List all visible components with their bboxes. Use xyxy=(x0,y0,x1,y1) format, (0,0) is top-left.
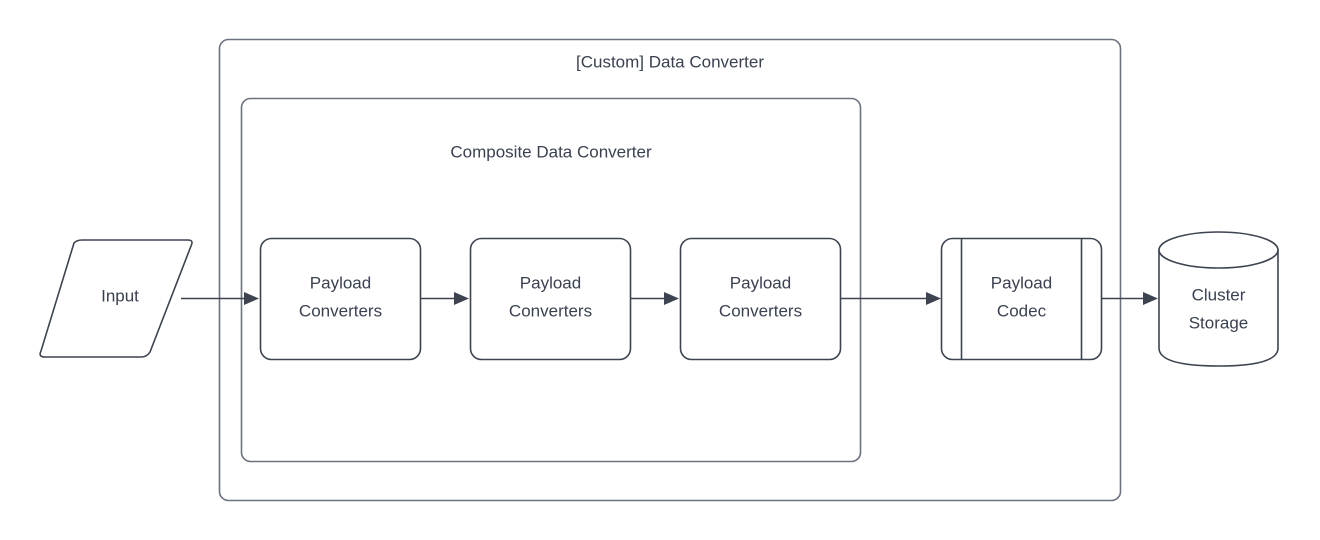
node-cluster-storage-body xyxy=(1158,249,1279,367)
edge-converter-2-to-converter-3-arrowhead xyxy=(664,292,679,305)
node-payload-converters-3-label-line2: Converters xyxy=(719,301,802,320)
node-payload-converters-2-label-line1: Payload xyxy=(520,273,581,292)
node-payload-converters-1-label-line2: Converters xyxy=(299,301,382,320)
edge-converter-3-to-codec xyxy=(840,292,941,305)
node-payload-converters-3-label-line1: Payload xyxy=(730,273,791,292)
node-payload-converters-1-label-line1: Payload xyxy=(310,273,371,292)
edge-converter-3-to-codec-arrowhead xyxy=(926,292,941,305)
node-payload-codec-label-line1: Payload xyxy=(991,273,1052,292)
edge-codec-to-cluster-storage xyxy=(1101,292,1158,305)
node-payload-converters-1[interactable]: Payload Converters xyxy=(259,237,422,361)
node-payload-converters-2-label-line2: Converters xyxy=(509,301,592,320)
node-input-shape xyxy=(39,239,193,358)
container-composite-data-converter[interactable]: Composite Data Converter xyxy=(240,97,862,463)
edge-input-to-converter-1-arrowhead xyxy=(244,292,259,305)
edge-converter-2-to-converter-3 xyxy=(630,292,679,305)
node-cluster-storage-top-ellipse xyxy=(1158,231,1279,269)
node-payload-codec-label-line2: Codec xyxy=(997,301,1047,320)
node-payload-converters-3[interactable]: Payload Converters xyxy=(679,237,842,361)
container-custom-data-converter-label: [Custom] Data Converter xyxy=(576,52,764,71)
node-input-label: Input xyxy=(101,286,139,305)
node-cluster-storage[interactable]: Cluster Storage xyxy=(1158,231,1279,367)
node-cluster-storage-label-line1: Cluster xyxy=(1192,285,1246,304)
node-payload-converters-2[interactable]: Payload Converters xyxy=(469,237,632,361)
container-custom-data-converter-border xyxy=(218,38,1122,502)
edge-codec-to-cluster-storage-arrowhead xyxy=(1143,292,1158,305)
node-payload-converters-2-shape xyxy=(469,237,632,361)
container-custom-data-converter[interactable]: [Custom] Data Converter xyxy=(218,38,1122,502)
edge-converter-1-to-converter-2-arrowhead xyxy=(454,292,469,305)
node-input[interactable]: Input xyxy=(39,239,193,358)
container-composite-data-converter-border xyxy=(240,97,862,463)
node-payload-codec[interactable]: Payload Codec xyxy=(940,237,1103,361)
node-payload-converters-3-shape xyxy=(679,237,842,361)
container-composite-data-converter-label: Composite Data Converter xyxy=(450,142,652,161)
node-cluster-storage-label-line2: Storage xyxy=(1189,313,1249,332)
edge-input-to-converter-1 xyxy=(181,292,259,305)
node-payload-codec-shape xyxy=(940,237,1103,361)
edge-converter-1-to-converter-2 xyxy=(420,292,469,305)
node-payload-converters-1-shape xyxy=(259,237,422,361)
